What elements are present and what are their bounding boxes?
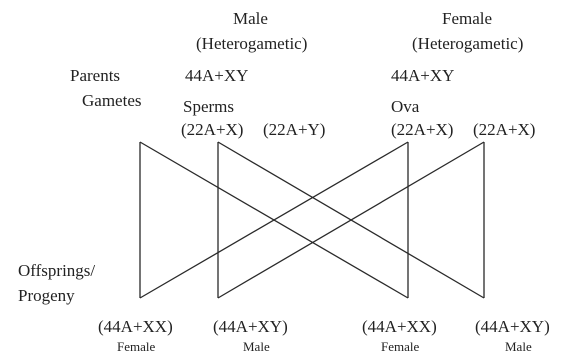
male-header-subtitle: (Heterogametic)	[196, 34, 308, 53]
offspring-4-sex: Male	[505, 339, 532, 354]
offspring-2-karyotype: (44A+XY)	[213, 317, 288, 336]
ovum-x-2: (22A+X)	[473, 120, 536, 139]
ovum-x-1: (22A+X)	[391, 120, 454, 139]
male-header: Male	[233, 9, 268, 28]
line-ovum-2-to-offspring-2	[217, 141, 485, 299]
gametes-label: Gametes	[82, 91, 142, 110]
offspring-label: Offsprings/	[18, 261, 96, 280]
offspring-2-sex: Male	[243, 339, 270, 354]
line-ovum-1-to-offspring-1	[139, 141, 409, 299]
female-header: Female	[442, 9, 493, 28]
offspring-1-sex: Female	[117, 339, 156, 354]
sperm-x: (22A+X)	[181, 120, 244, 139]
parents-label: Parents	[70, 66, 121, 85]
offspring-1-karyotype: (44A+XX)	[98, 317, 173, 336]
ova-label: Ova	[391, 97, 420, 116]
offspring-3-karyotype: (44A+XX)	[362, 317, 437, 336]
offspring-4-karyotype: (44A+XY)	[475, 317, 550, 336]
female-header-subtitle: (Heterogametic)	[412, 34, 524, 53]
offspring-3-sex: Female	[381, 339, 420, 354]
sperms-label: Sperms	[183, 97, 234, 116]
female-parent-karyotype: 44A+XY	[391, 66, 455, 85]
progeny-label: Progeny	[18, 286, 75, 305]
male-parent-karyotype: 44A+XY	[185, 66, 249, 85]
sperm-y: (22A+Y)	[263, 120, 326, 139]
